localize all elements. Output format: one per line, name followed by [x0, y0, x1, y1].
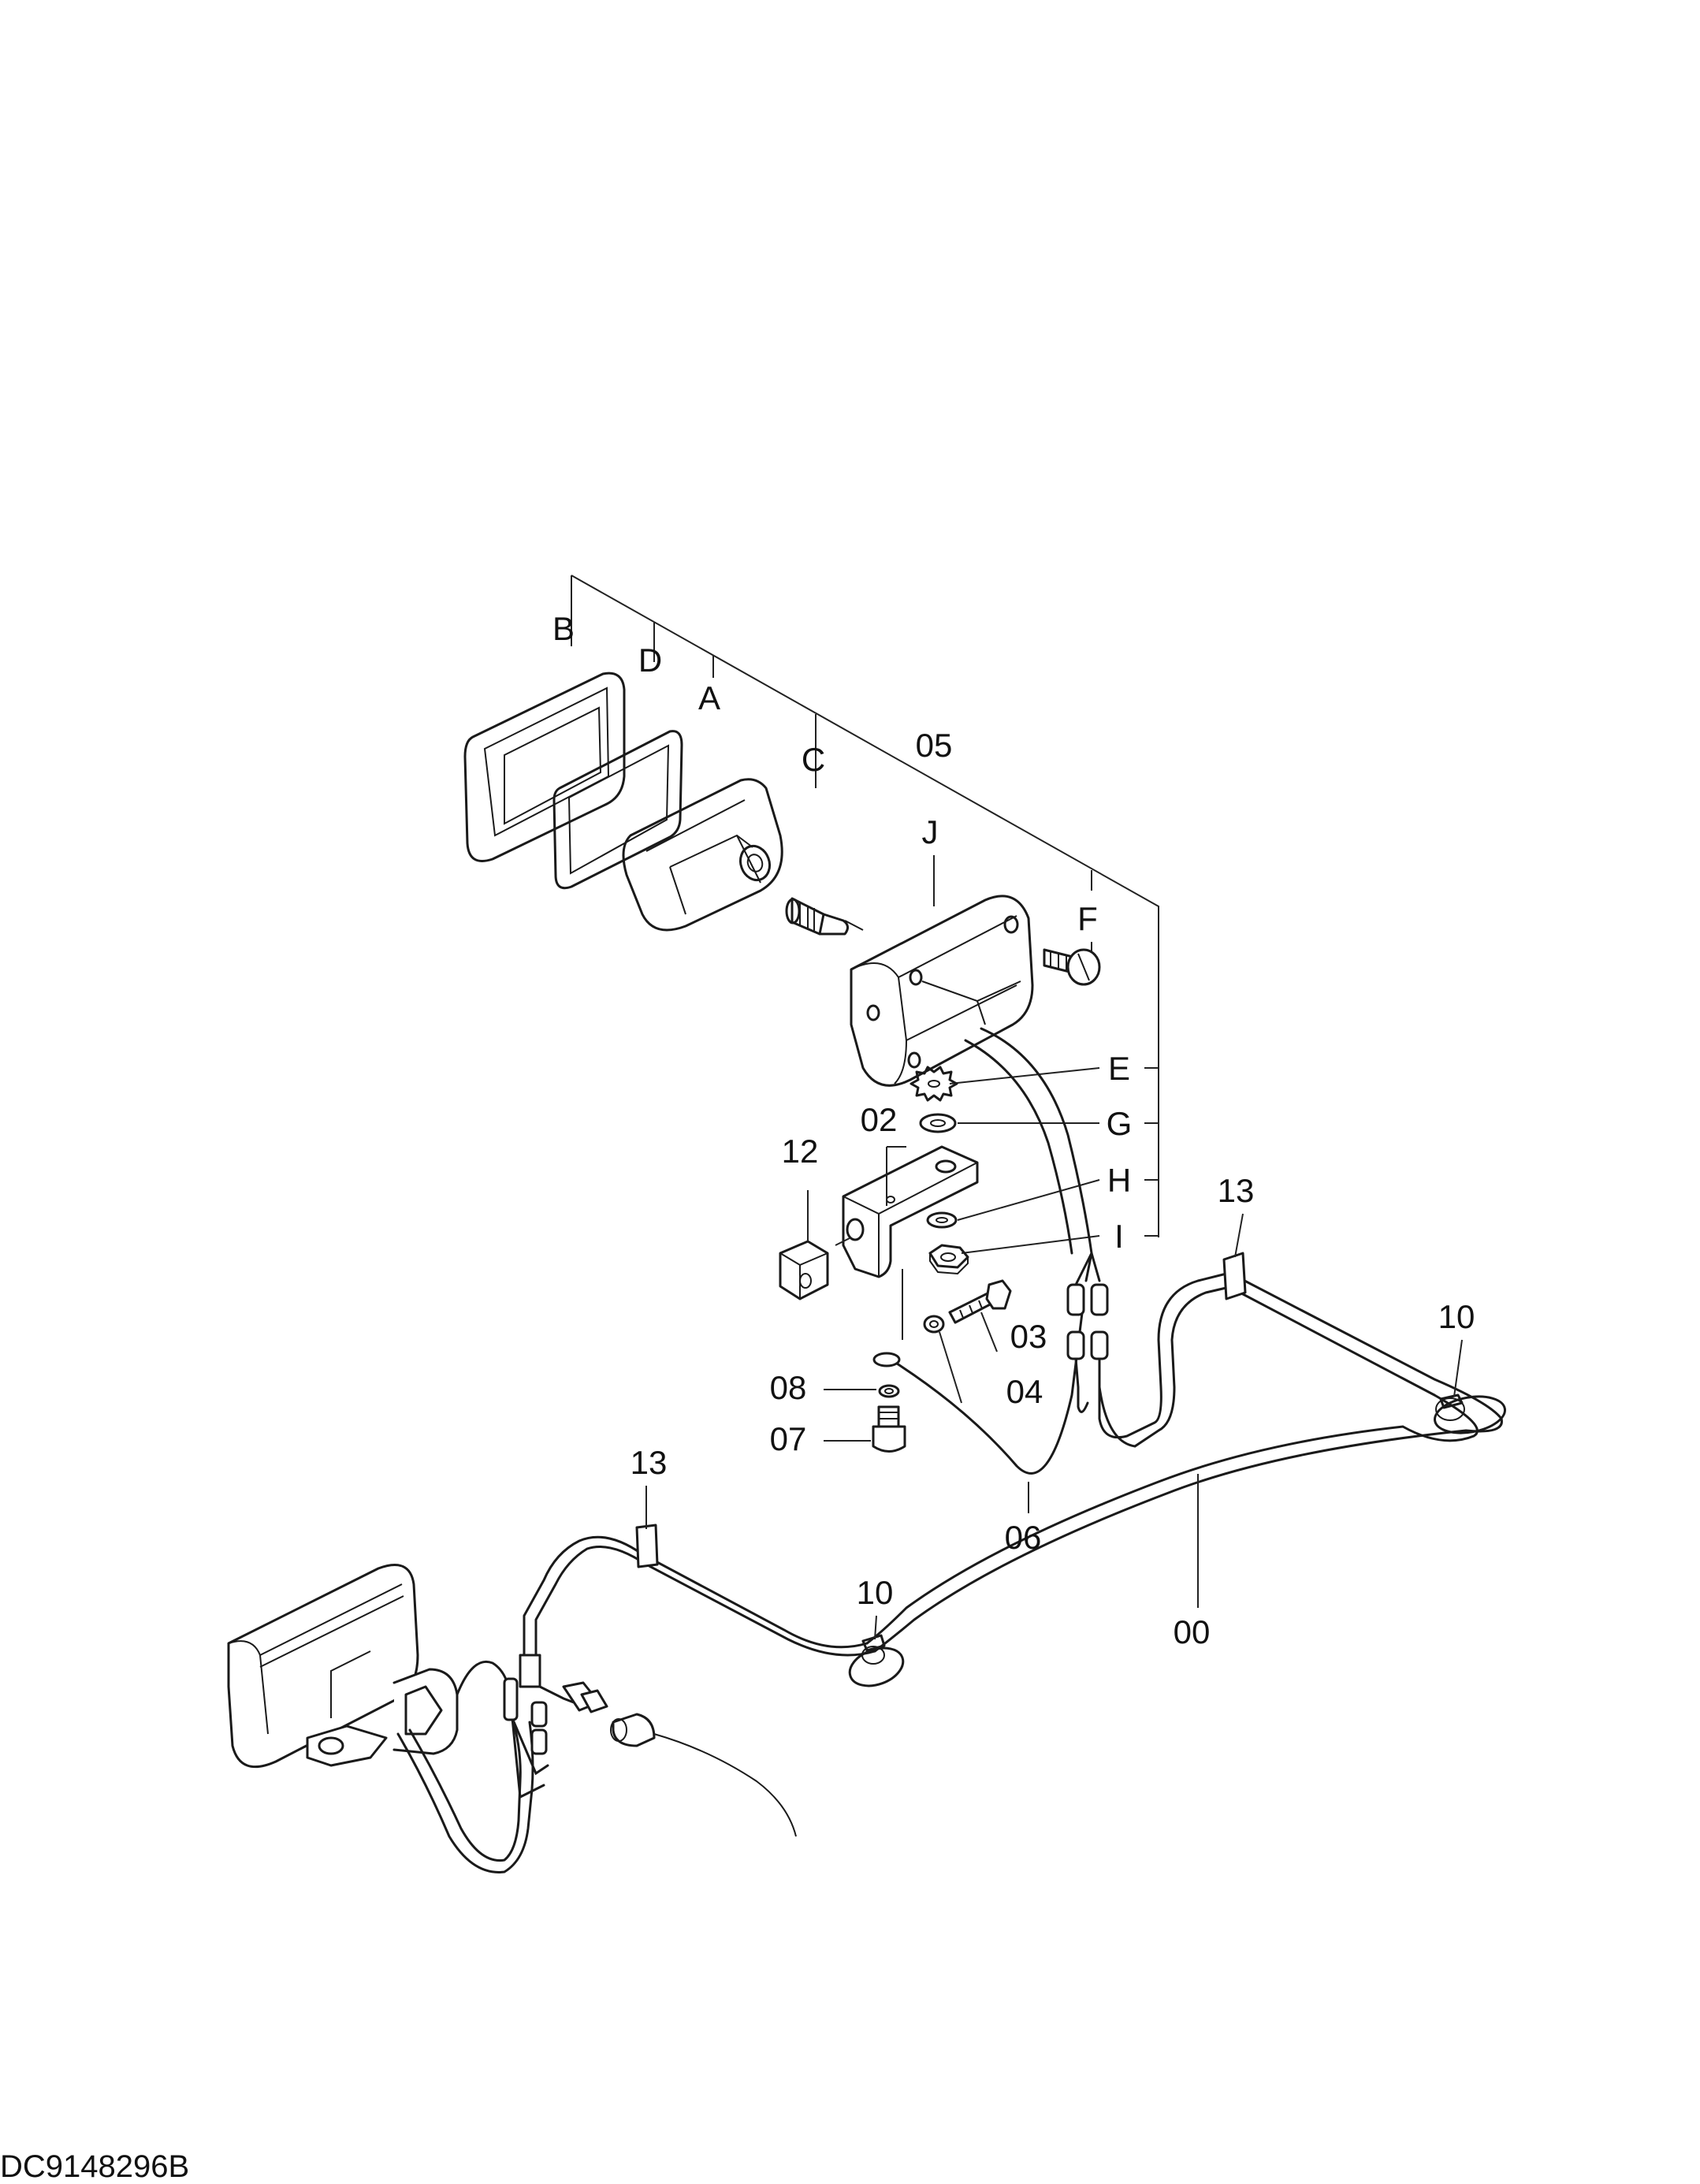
- harness-lower-run: [519, 1535, 876, 1704]
- clamp-10b: [848, 1615, 905, 1687]
- callout-04: 04: [1006, 1373, 1043, 1410]
- callout-10-upper: 10: [1438, 1298, 1475, 1335]
- gasket-d: [552, 730, 683, 890]
- lock-washer-e: [910, 1066, 958, 1102]
- callout-G: G: [1107, 1105, 1133, 1142]
- callout-12: 12: [782, 1133, 819, 1170]
- screw-f: [1043, 948, 1101, 986]
- harness-00: [865, 1271, 1503, 1653]
- callout-C: C: [802, 741, 825, 778]
- document-id: DC9148296B: [0, 2149, 189, 2184]
- lens-a: [622, 778, 783, 932]
- callout-H: H: [1107, 1162, 1131, 1199]
- flat-washer-g: [919, 1113, 957, 1133]
- callout-07: 07: [770, 1420, 807, 1457]
- lower-lamp-assembly: [227, 1564, 549, 1873]
- lamp-housing-j: [850, 895, 1034, 1087]
- washer-08: [824, 1352, 901, 1398]
- nut-i: [928, 1244, 969, 1275]
- callout-D: D: [638, 642, 662, 679]
- wire-connectors-upper: [1066, 1252, 1231, 1448]
- bracket-02: [842, 1145, 979, 1340]
- screw-07: [824, 1405, 906, 1453]
- square-nut-12: [779, 1190, 852, 1300]
- callout-02: 02: [861, 1101, 898, 1138]
- callout-10-lower: 10: [857, 1574, 894, 1611]
- housing-wire: [964, 1027, 1093, 1255]
- callout-03: 03: [1010, 1318, 1047, 1355]
- callout-00: 00: [1174, 1613, 1211, 1650]
- clamp-10a: [1434, 1339, 1506, 1434]
- callout-08: 08: [770, 1369, 807, 1406]
- tag-13a: [1222, 1213, 1247, 1300]
- callout-E: E: [1108, 1050, 1130, 1087]
- tag-13b: [635, 1486, 659, 1568]
- spring-washer-h: [926, 1211, 958, 1229]
- bolt-03: [948, 1279, 1012, 1352]
- ground-wire-06: [895, 1299, 1085, 1513]
- callout-A: A: [698, 679, 720, 716]
- callout-05: 05: [916, 727, 953, 764]
- bulb-c: [785, 897, 864, 936]
- callout-06: 06: [1005, 1519, 1042, 1556]
- callout-B: B: [552, 610, 575, 647]
- callout-I: I: [1114, 1218, 1124, 1255]
- washer-04: [923, 1315, 962, 1404]
- callout-13-lower: 13: [631, 1444, 668, 1481]
- callout-labels: B D A C 05 J F E G H I 02 12 03 04 08 07…: [552, 610, 1475, 1650]
- callout-F: F: [1077, 900, 1098, 937]
- plug-connector-lower: [562, 1681, 797, 1837]
- callout-13-upper: 13: [1218, 1172, 1255, 1209]
- callout-J: J: [922, 813, 939, 850]
